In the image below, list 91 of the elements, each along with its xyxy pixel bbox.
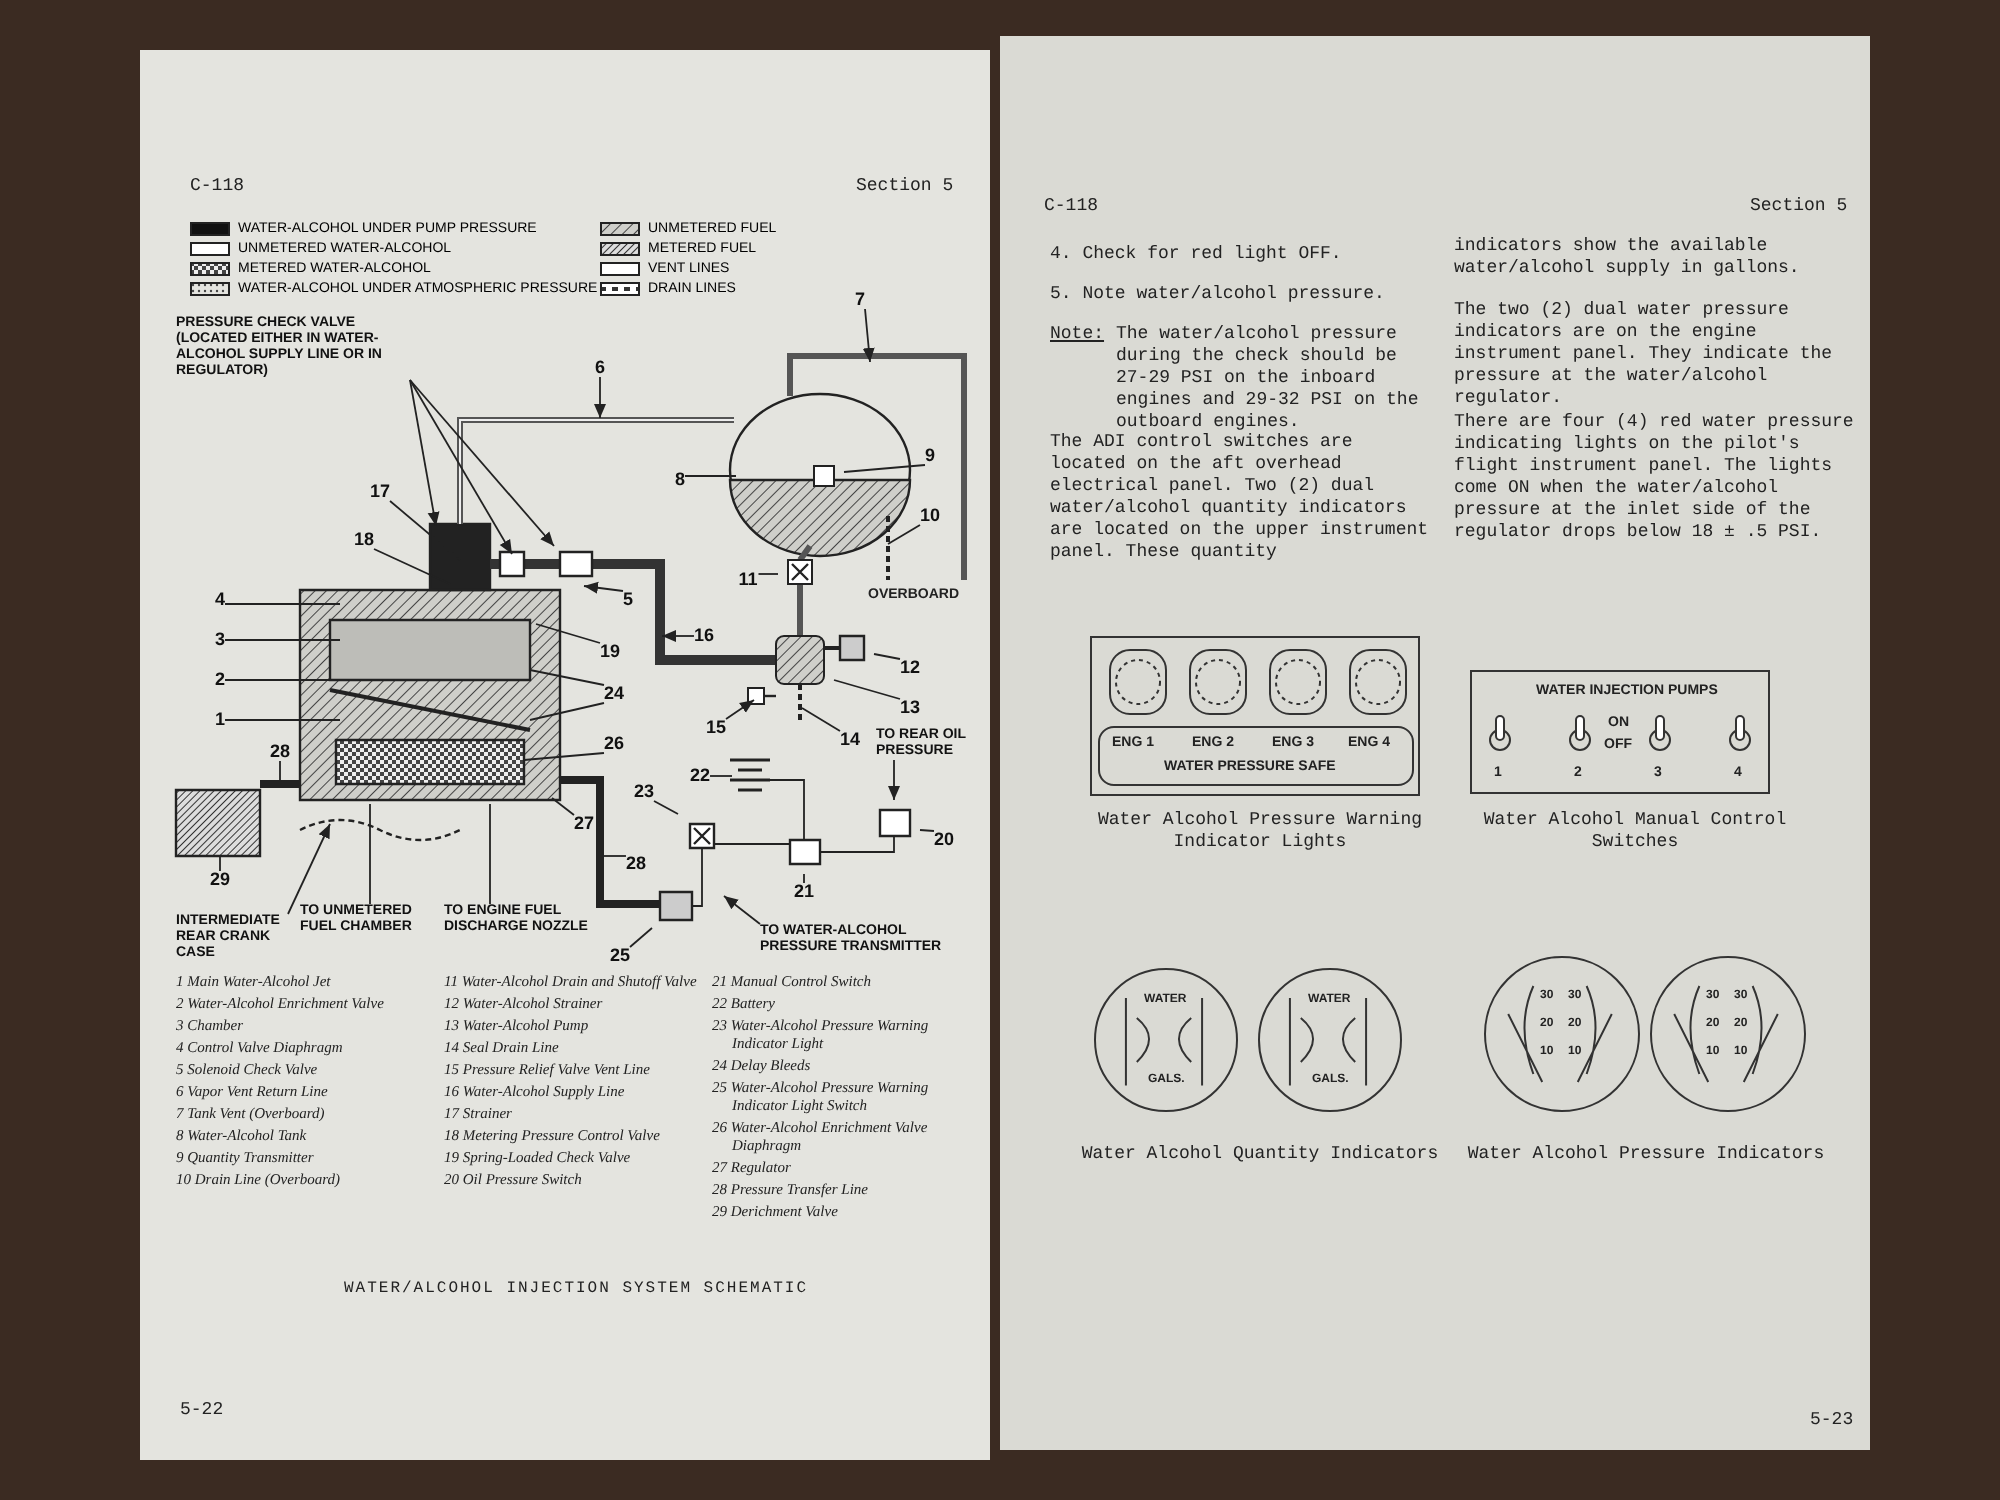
callout-number: 27	[574, 815, 594, 833]
leader-line	[919, 829, 935, 832]
quantity-gauge	[1258, 968, 1402, 1112]
body-paragraph: indicators show the available water/alcohol supply in gallons.	[1454, 236, 1802, 280]
body-paragraph: The water/alcohol pressure during the check should be 27-29 PSI on the inboard engines and 29-32 PSI on the outboard engines.	[1116, 324, 1421, 433]
leader-line	[529, 669, 605, 686]
callout-number: 1	[215, 711, 225, 729]
figure-caption: Water Alcohol Quantity Indicators	[1080, 1144, 1440, 1166]
body-paragraph: The two (2) dual water pressure indicators are on the engine instrument panel. They indicate the pressure at the water/alcohol regulator.	[1454, 300, 1835, 410]
leader-line	[684, 475, 737, 477]
callout-number: 21	[794, 883, 814, 901]
leader-line	[709, 775, 733, 777]
callout-number: 12	[900, 659, 920, 677]
page-header: Section 5	[1750, 196, 1848, 216]
callout-number: 25	[610, 947, 630, 965]
callout-number: 18	[354, 531, 374, 549]
callout-number: 29	[210, 871, 230, 889]
callout-number: 16	[694, 627, 714, 645]
leader-line	[224, 603, 341, 605]
callout-number: 3	[215, 631, 225, 649]
figure-caption: Water Alcohol Manual Control Switches	[1481, 810, 1789, 854]
page-header: C-118	[1044, 196, 1099, 216]
leader-line	[725, 699, 755, 720]
callout-number: 28	[270, 743, 290, 761]
callout-number: 6	[595, 359, 605, 377]
leader-line	[843, 464, 926, 473]
leader-line	[629, 927, 653, 948]
leader-line	[833, 679, 901, 700]
leader-line	[594, 376, 606, 419]
leader-line	[801, 707, 841, 732]
callout-number: 20	[934, 831, 954, 849]
leader-line	[224, 719, 341, 721]
callout-number: 5	[623, 591, 633, 609]
callout-number: 8	[675, 471, 685, 489]
leader-line	[224, 639, 341, 641]
figure-caption: Water Alcohol Pressure Warning Indicator Lights	[1095, 810, 1425, 854]
callout-number: 14	[840, 731, 860, 749]
leader-line	[551, 797, 575, 816]
body-paragraph: 5. Note water/alcohol pressure.	[1050, 284, 1387, 306]
leader-line	[653, 800, 679, 815]
page-header: Section 5	[856, 176, 954, 196]
note-label: Note:	[1050, 324, 1105, 344]
callout-number: 10	[920, 507, 940, 525]
leader-line	[661, 630, 695, 642]
pressure-gauge	[1484, 956, 1640, 1112]
leader-line	[756, 573, 779, 575]
callout-number: 26	[604, 735, 624, 753]
page-number: 5-22	[180, 1400, 224, 1420]
leader-line	[409, 379, 513, 555]
leader-line	[888, 759, 900, 801]
callout-number: 4	[215, 591, 225, 609]
leader-line	[279, 760, 281, 781]
body-paragraph: There are four (4) red water pressure indicating lights on the pilot's flight instrument panel. The lights come ON when the water/alcohol pressure at the inlet side of the regulator drops below 18 ± .5 PSI.	[1454, 412, 1854, 544]
leader-line	[583, 581, 624, 594]
figure-caption: Water Alcohol Pressure Indicators	[1465, 1144, 1827, 1166]
body-paragraph: The ADI control switches are located on the aft overhead electrical panel. Two (2) dual water/alcohol quantity indicators are located on the upper instrument panel. These quantity	[1050, 432, 1430, 564]
leader-line	[219, 855, 221, 872]
callout-number: 17	[370, 483, 390, 501]
leader-line	[862, 308, 875, 363]
callout-number: 7	[855, 291, 865, 309]
indicator-panel	[1090, 636, 1420, 796]
leader-line	[603, 855, 627, 857]
callout-number: 9	[925, 447, 935, 465]
leader-line	[523, 752, 605, 761]
leader-line	[873, 653, 901, 660]
pressure-gauge	[1650, 956, 1806, 1112]
leader-line	[409, 379, 555, 547]
leader-line	[369, 803, 371, 905]
leader-line	[723, 895, 761, 925]
page-number: 5-23	[1810, 1410, 1854, 1430]
leader-line	[529, 702, 605, 721]
body-paragraph: 4. Check for red light OFF.	[1050, 244, 1344, 266]
leader-line	[803, 873, 805, 884]
callout-number: 11	[738, 571, 758, 589]
leader-line	[287, 823, 331, 915]
callout-number: 2	[215, 671, 225, 689]
callout-number: 15	[706, 719, 726, 737]
switch-panel	[1470, 670, 1770, 794]
callout-number: 23	[634, 783, 654, 801]
callout-number: 24	[604, 685, 624, 703]
page-header: C-118	[190, 176, 245, 196]
leader-line	[489, 803, 491, 905]
figure-title: WATER/ALCOHOL INJECTION SYSTEM SCHEMATIC	[341, 1280, 811, 1298]
leader-line	[887, 524, 921, 545]
leader-line	[535, 623, 601, 644]
callout-number: 19	[600, 643, 620, 661]
quantity-gauge	[1094, 968, 1238, 1112]
callout-number: 13	[900, 699, 920, 717]
callout-number: 28	[626, 855, 646, 873]
callout-number: 22	[690, 767, 710, 785]
leader-line	[409, 379, 440, 527]
